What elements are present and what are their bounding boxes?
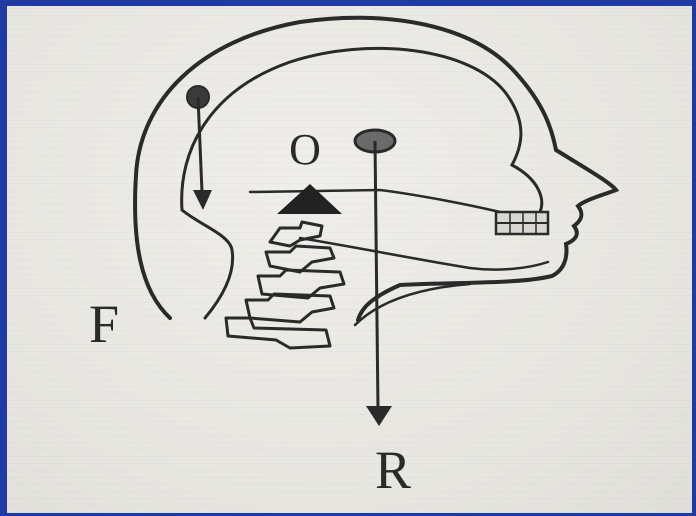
force-label: F — [89, 294, 119, 354]
neck-back-line — [182, 210, 233, 318]
teeth — [496, 212, 548, 234]
resistance-label: R — [375, 440, 411, 500]
fulcrum-label: O — [289, 125, 321, 174]
cervical-vertebrae — [226, 222, 344, 348]
neck-front-line — [355, 284, 470, 325]
fulcrum-triangle — [277, 184, 342, 214]
skull-inner-line — [182, 48, 542, 212]
resistance-arrow — [355, 130, 395, 426]
